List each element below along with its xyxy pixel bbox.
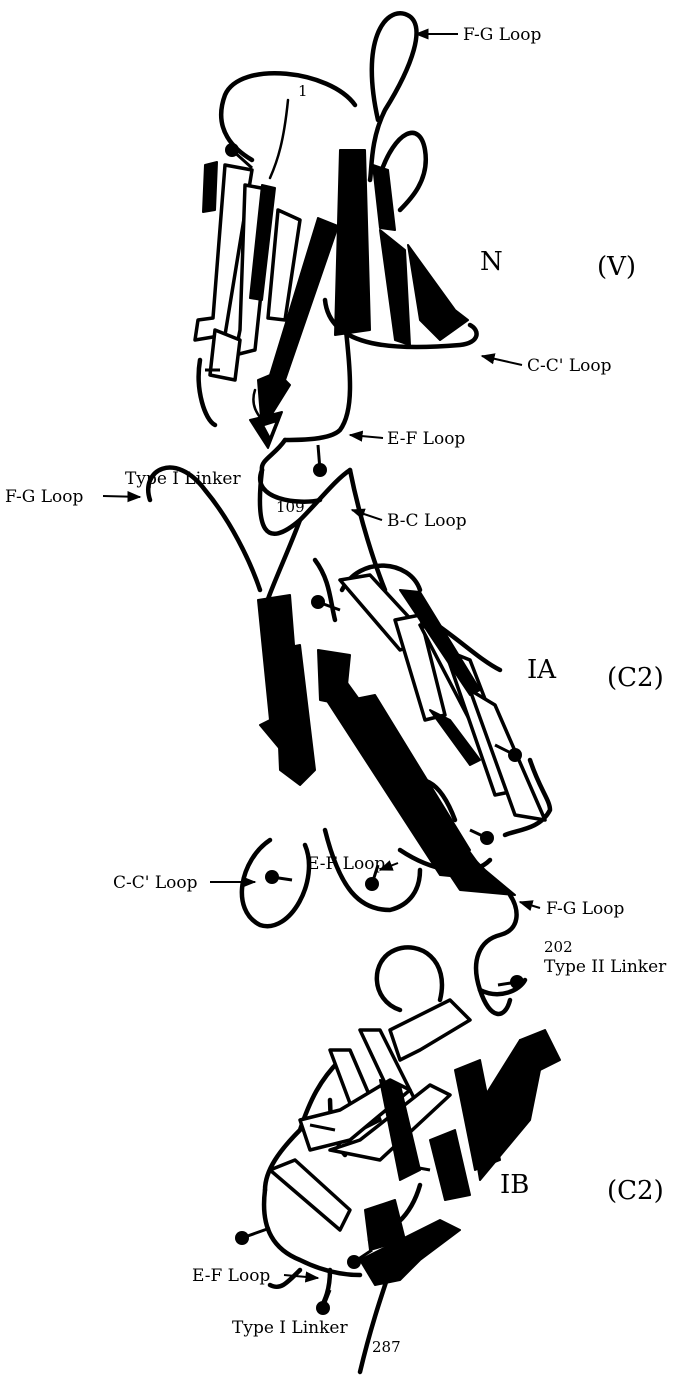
residue-109-label: 109: [276, 498, 305, 516]
ib-domain-label: IB: [500, 1170, 529, 1200]
ia-domain-label: IA: [527, 655, 557, 685]
n-fg-loop-label: F-G Loop: [463, 25, 542, 45]
ia-ef-loop-label: E-F Loop: [307, 854, 385, 874]
side-chain-ball: [510, 975, 524, 989]
type2-linker-label: Type II Linker: [544, 957, 667, 977]
type1-linker-top-label: Type I Linker: [125, 469, 241, 489]
residue-287-label: 287: [372, 1338, 401, 1356]
ia-domain-type-label: (C2): [607, 663, 664, 693]
side-chain-ball: [313, 463, 327, 477]
side-chain-ball: [265, 870, 279, 884]
side-chain-ball: [347, 1255, 361, 1269]
n-ef-loop-label: E-F Loop: [387, 429, 465, 449]
type1-linker-bottom-label: Type I Linker: [232, 1318, 348, 1338]
side-chain-ball: [311, 595, 325, 609]
ib-domain-ribbon: [264, 895, 560, 1310]
side-chain-ball: [508, 748, 522, 762]
side-chain-ball: [225, 143, 239, 157]
side-chain-ball: [235, 1231, 249, 1245]
ib-domain-type-label: (C2): [607, 1176, 664, 1206]
ia-fg-loop-label: F-G Loop: [5, 487, 84, 507]
ib-fg-loop-label: F-G Loop: [546, 899, 625, 919]
side-chain-ball: [316, 1301, 330, 1315]
ib-ef-loop-label: E-F Loop: [192, 1266, 270, 1286]
ia-bc-loop-label: B-C Loop: [387, 511, 467, 531]
residue-202-label: 202: [544, 938, 573, 956]
n-cc-loop-label: C-C' Loop: [527, 356, 612, 376]
residue-1-label: 1: [298, 82, 308, 100]
side-chain-ball: [365, 877, 379, 891]
side-chain-ball: [480, 831, 494, 845]
ia-terminal-arrow: [440, 855, 515, 895]
ia-cc-loop-label: C-C' Loop: [113, 873, 198, 893]
n-domain-label: N: [480, 247, 503, 277]
n-domain-type-label: (V): [597, 252, 636, 282]
